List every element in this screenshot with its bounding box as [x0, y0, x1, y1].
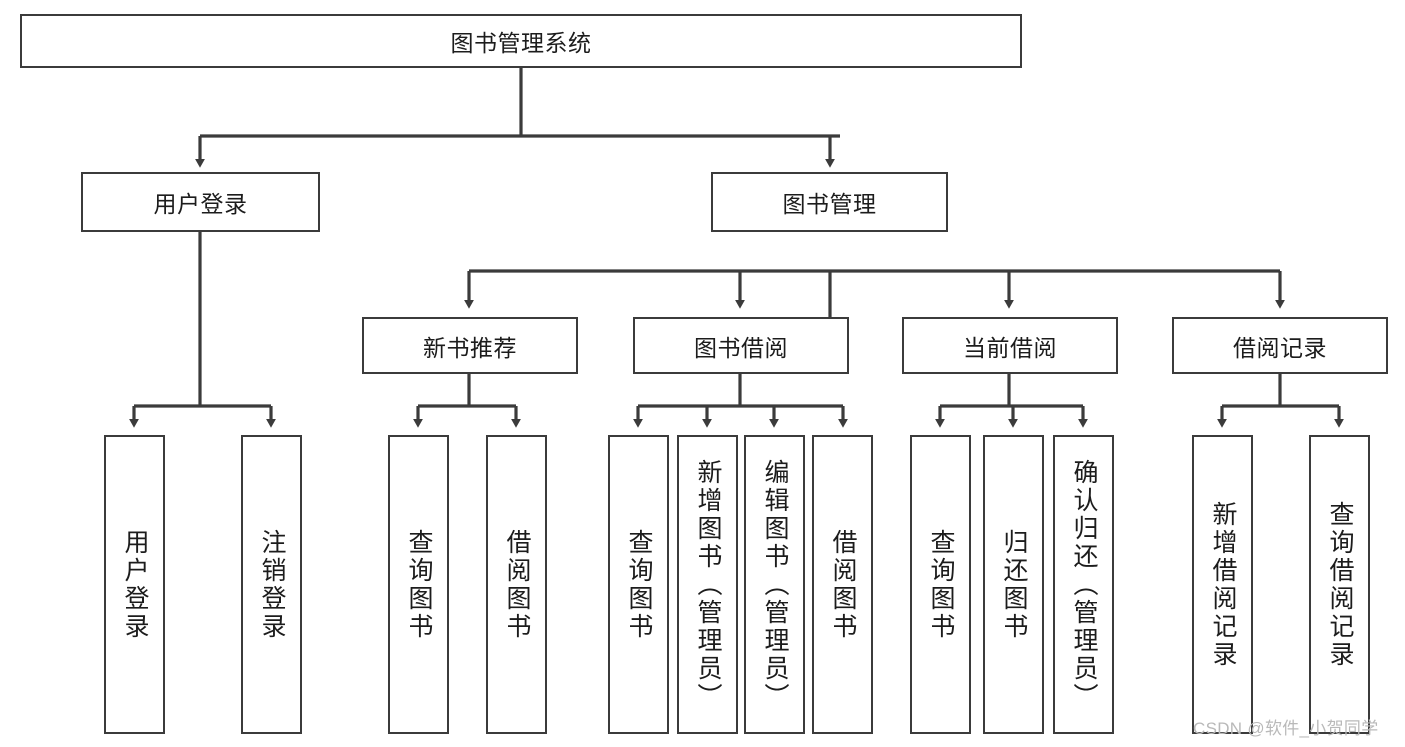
node-book-borrow[interactable]: 图书借阅: [633, 317, 849, 374]
node-leaf-return-book[interactable]: 归还图书: [983, 435, 1044, 734]
node-leaf-add-borrow-record[interactable]: 新增借阅记录: [1192, 435, 1253, 734]
node-leaf-borrow-book-recommend[interactable]: 借阅图书: [486, 435, 547, 734]
node-borrow-record-label: 借阅记录: [1233, 334, 1327, 361]
node-book-manage-label: 图书管理: [782, 191, 877, 217]
csdn-watermark: CSDN @软件_小贺同学: [1193, 719, 1379, 738]
node-current-borrow-label: 当前借阅: [963, 334, 1057, 361]
node-leaf-user-login[interactable]: 用户登录: [104, 435, 165, 734]
node-new-book-recommend-label: 新书推荐: [423, 334, 517, 361]
node-leaf-add-book-admin[interactable]: 新增图书（管理员）: [677, 435, 738, 734]
node-borrow-record[interactable]: 借阅记录: [1172, 317, 1388, 374]
node-leaf-edit-book-admin-label: 编辑图书（管理员）: [761, 458, 789, 711]
node-leaf-query-book-current[interactable]: 查询图书: [910, 435, 971, 734]
node-user-login[interactable]: 用户登录: [81, 172, 320, 232]
node-leaf-query-book-current-label: 查询图书: [927, 528, 955, 641]
node-leaf-borrow-book-label: 借阅图书: [829, 528, 857, 641]
node-leaf-borrow-book-recommend-label: 借阅图书: [503, 528, 531, 641]
node-book-borrow-label: 图书借阅: [694, 334, 788, 361]
node-leaf-edit-book-admin[interactable]: 编辑图书（管理员）: [744, 435, 805, 734]
node-root-system[interactable]: 图书管理系统: [20, 14, 1022, 68]
node-leaf-query-book-borrow[interactable]: 查询图书: [608, 435, 669, 734]
node-leaf-borrow-book[interactable]: 借阅图书: [812, 435, 873, 734]
node-leaf-add-book-admin-label: 新增图书（管理员）: [694, 458, 722, 711]
node-leaf-query-book-recommend[interactable]: 查询图书: [388, 435, 449, 734]
node-user-login-label: 用户登录: [153, 191, 248, 217]
node-leaf-query-book-borrow-label: 查询图书: [625, 528, 653, 641]
node-current-borrow[interactable]: 当前借阅: [902, 317, 1118, 374]
node-new-book-recommend[interactable]: 新书推荐: [362, 317, 578, 374]
node-leaf-confirm-return-admin[interactable]: 确认归还（管理员）: [1053, 435, 1114, 734]
node-leaf-user-logout-label: 注销登录: [258, 528, 286, 641]
node-root-label: 图书管理系统: [450, 30, 592, 56]
node-leaf-user-logout[interactable]: 注销登录: [241, 435, 302, 734]
node-leaf-query-borrow-record-label: 查询借阅记录: [1326, 500, 1354, 669]
node-leaf-query-borrow-record[interactable]: 查询借阅记录: [1309, 435, 1370, 734]
node-leaf-confirm-return-admin-label: 确认归还（管理员）: [1070, 458, 1098, 711]
node-leaf-user-login-label: 用户登录: [121, 528, 149, 641]
node-leaf-query-book-recommend-label: 查询图书: [405, 528, 433, 641]
node-leaf-return-book-label: 归还图书: [1000, 528, 1028, 641]
node-leaf-add-borrow-record-label: 新增借阅记录: [1209, 500, 1237, 669]
node-book-manage[interactable]: 图书管理: [711, 172, 948, 232]
